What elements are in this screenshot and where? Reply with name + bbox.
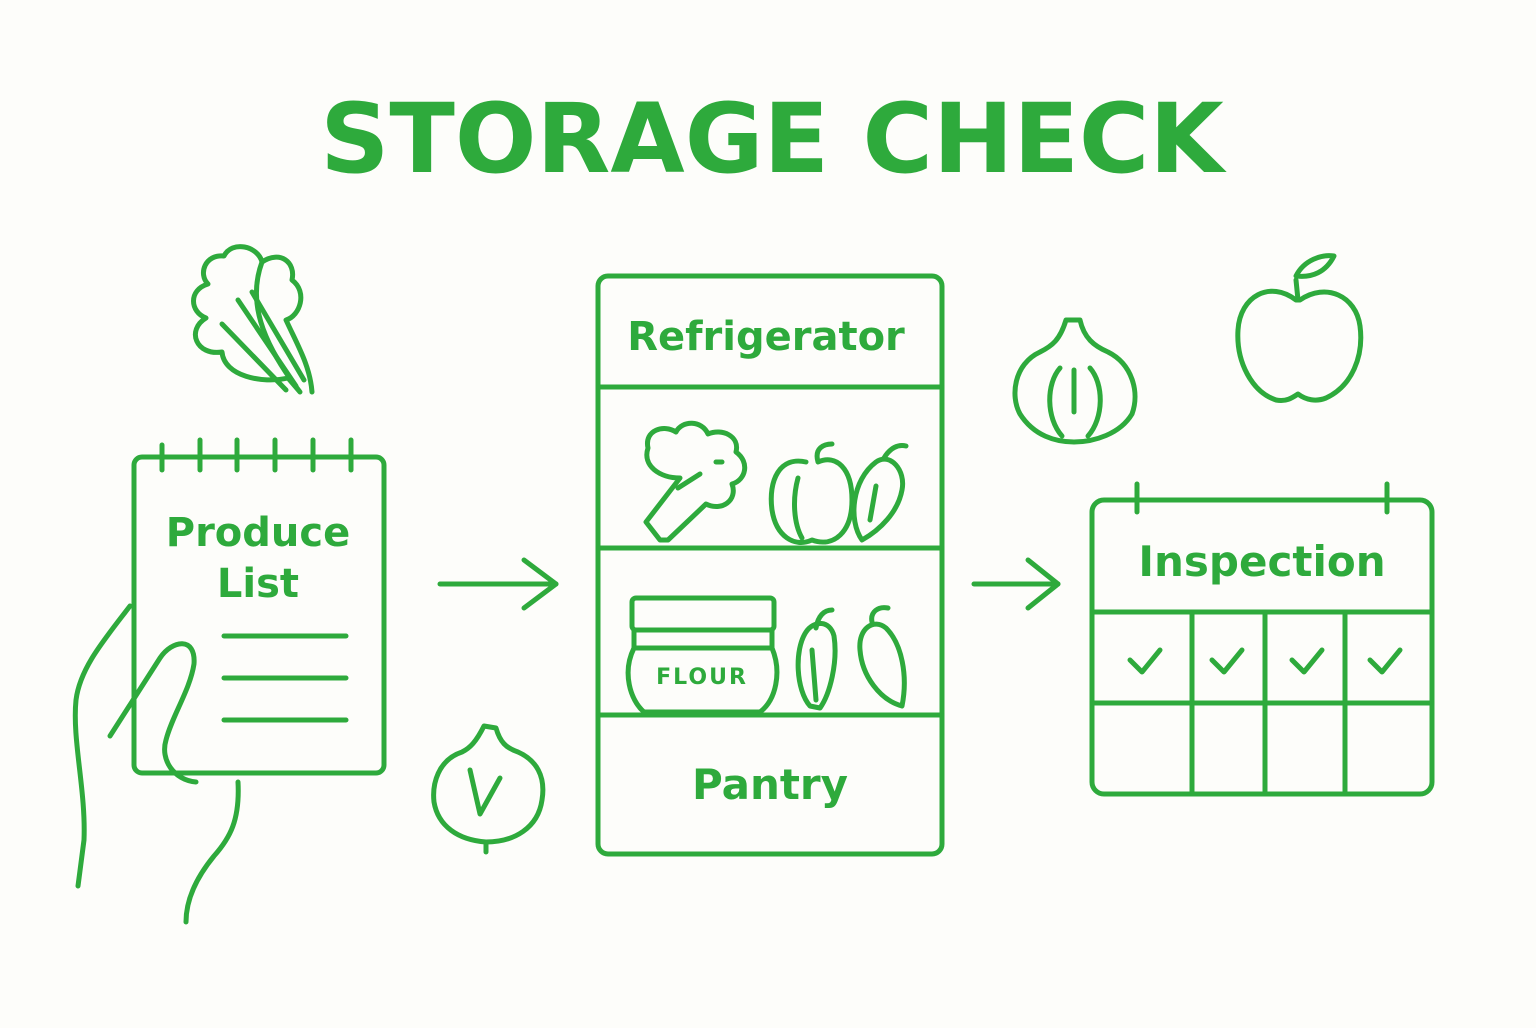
pantry-label: Pantry — [692, 760, 848, 809]
onion-icon — [1012, 317, 1138, 445]
apple-icon — [1235, 253, 1364, 403]
produce-list-title-line2: List — [217, 561, 299, 607]
refrigerator-label: Refrigerator — [627, 314, 905, 360]
notepad-spiral-icon — [159, 437, 354, 473]
arrow-right-icon — [437, 557, 559, 611]
list-lines — [221, 633, 349, 723]
storage-cabinet: Refrigerator Pantry — [595, 273, 945, 857]
bell-pepper-icon — [768, 441, 855, 545]
flour-label: FLOUR — [656, 665, 748, 690]
check-icon — [1289, 647, 1325, 675]
page-title: STORAGE CHECK — [320, 83, 1227, 195]
inspection-label: Inspection — [1138, 537, 1385, 586]
onion-down-arrow-icon — [431, 723, 546, 855]
chili-pepper-icon — [857, 605, 907, 709]
arrow-right-icon — [971, 557, 1061, 611]
check-icon — [1209, 647, 1245, 675]
produce-list-notepad: Produce List — [131, 437, 387, 776]
check-icon — [1127, 647, 1163, 675]
produce-list-title-line1: Produce — [166, 510, 350, 556]
hand-icon — [72, 603, 241, 925]
flour-jar-icon — [625, 595, 780, 715]
chili-pepper-icon — [851, 443, 909, 543]
inspection-calendar: Inspection — [1089, 481, 1435, 797]
lettuce-icon — [191, 244, 315, 395]
chili-pepper-icon — [795, 607, 838, 711]
check-icon — [1367, 647, 1403, 675]
broccoli-icon — [643, 420, 748, 543]
